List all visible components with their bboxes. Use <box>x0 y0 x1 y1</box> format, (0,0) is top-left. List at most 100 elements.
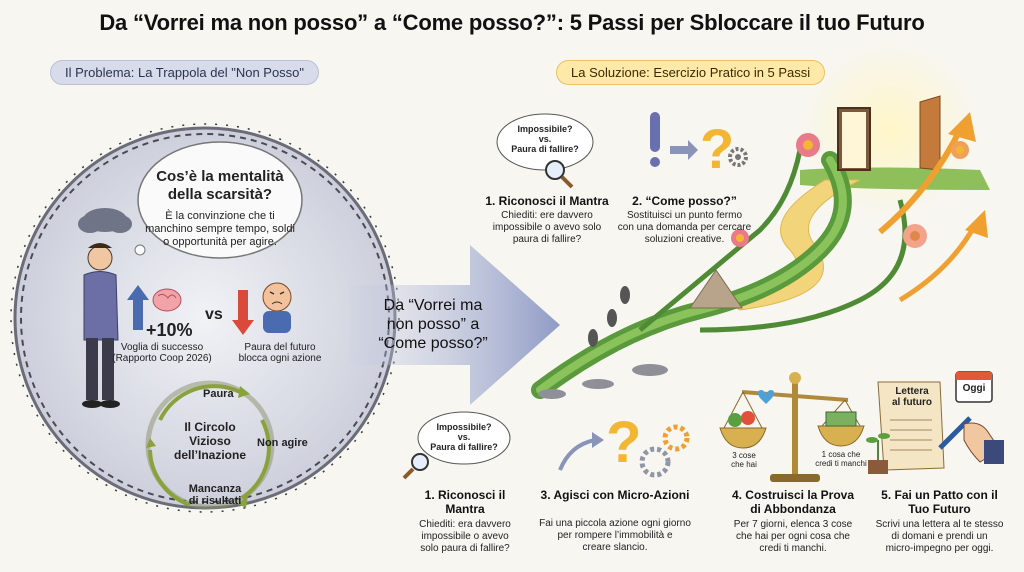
magnifier-icon <box>545 160 574 189</box>
curved-arrow-icon <box>558 432 604 471</box>
sad-person-figure <box>82 243 120 408</box>
exclamation-icon <box>650 112 660 167</box>
footprints-icon <box>588 286 630 347</box>
svg-text:?: ? <box>700 117 734 180</box>
right-arrow-icon <box>670 140 698 160</box>
stepping-stones <box>538 364 668 399</box>
cycle-title-line1: Il Circolo <box>184 420 236 434</box>
vicious-cycle-diagram <box>145 380 275 510</box>
door-icon <box>837 95 941 171</box>
growth-arrow-icon <box>878 112 988 303</box>
step3-title: 3. Agisci con Micro-Azioni <box>540 488 690 502</box>
solution-section-pill: La Soluzione: Esercizio Pratico in 5 Pas… <box>556 60 826 85</box>
cycle-title-line3: dell’Inazione <box>173 448 246 462</box>
step3-desc-line1: Fai una piccola azione ogni giorno <box>539 518 691 529</box>
mountain-icon <box>689 269 743 309</box>
step1-bottom: 1. Riconosci il Mantra Chiediti: era dav… <box>405 488 525 555</box>
bubble-bottom-line1: Impossibile? <box>436 422 492 432</box>
step1-bottom-desc: Chiediti: era davvero impossibile o avev… <box>405 519 525 555</box>
step5-desc-line2: di domani e prendi un <box>891 531 988 542</box>
step5: 5. Fai un Patto con il Tuo Futuro Scrivi… <box>862 488 1017 555</box>
bubble-top-line1: Impossibile? <box>517 124 573 134</box>
letter-scroll-icon <box>877 381 945 471</box>
step1-bottom-title: 1. Riconosci il Mantra <box>405 488 525 516</box>
step1-top-desc-line3: paura di fallire? <box>512 234 582 245</box>
up-arrow-icon <box>127 285 149 330</box>
step1-top: 1. Riconosci il Mantra Chiediti: ere dav… <box>482 194 612 246</box>
scarcity-heading-line2: della scarsità? <box>167 186 273 203</box>
step2-desc: Sostituisci un punto fermo con una doman… <box>612 210 757 246</box>
letter-label: Lettera al futuro <box>884 386 940 408</box>
transition-arrow <box>350 245 560 405</box>
storm-cloud-icon <box>78 208 132 233</box>
step4-title: 4. Costruisci la Prova di Abbondanza <box>718 488 868 516</box>
letter-label-line2: al futuro <box>892 397 932 408</box>
step1-bottom-desc-line1: Chiediti: era davvero <box>419 519 511 530</box>
step5-title-line1: 5. Fai un Patto con il <box>881 488 998 502</box>
step1-top-desc: Chiediti: ere davvero impossibile o avev… <box>482 210 612 246</box>
step2: 2. “Come posso?” Sostituisci un punto fe… <box>612 194 757 246</box>
step2-desc-line3: soluzioni creative. <box>644 234 725 245</box>
bubble-bottom-line3: Paura di fallire? <box>430 442 498 452</box>
scarcity-desc-line2: manchino sempre tempo, soldi <box>145 223 295 235</box>
calendar-label: Oggi <box>962 383 986 394</box>
step2-title: 2. “Come posso?” <box>632 194 737 208</box>
step4-title-line1: 4. Costruisci la Prova <box>731 488 855 502</box>
transition-text-line2: non posso” a <box>386 316 480 333</box>
pen-hand-icon <box>938 416 1004 464</box>
cycle-title-line2: Vizioso <box>189 434 231 448</box>
bubble-top-line3: Paura di fallire? <box>511 144 579 154</box>
fear-label: Paura del futuro blocca ogni azione <box>230 342 330 364</box>
success-stat-value: +10% <box>146 320 193 340</box>
flower-icons <box>731 133 969 248</box>
down-arrow-icon <box>232 290 254 335</box>
vs-label: vs <box>205 306 223 323</box>
step5-desc-line1: Scrivi una lettera al te stesso <box>875 519 1004 530</box>
svg-text:?: ? <box>606 410 641 475</box>
step2-desc-line2: con una domanda per cercare <box>617 222 752 233</box>
scale-right-line1: 1 cosa che <box>821 450 861 459</box>
scale-left-line2: che hai <box>731 460 757 469</box>
gears-icon <box>639 424 690 478</box>
scale-left-line1: 3 cose <box>732 451 756 460</box>
calendar-icon <box>955 371 993 403</box>
step1-top-desc-line2: impossibile o avevo solo <box>492 222 602 233</box>
letter-label-line1: Lettera <box>895 386 929 397</box>
cycle-title: Il Circolo Vizioso dell’Inazione <box>168 420 252 462</box>
scarcity-heading-line1: Cos’è la mentalità <box>156 168 284 185</box>
problem-section-pill: Il Problema: La Trappola del "Non Posso" <box>50 60 320 85</box>
cycle-fear-label: Paura <box>203 388 234 400</box>
scarcity-desc-line1: È la convinzione che ti <box>165 210 275 222</box>
step3-desc-line3: creare slancio. <box>582 542 648 553</box>
page-title: Da “Vorrei ma non posso” a “Come posso?”… <box>99 10 925 35</box>
step4: 4. Costruisci la Prova di Abbondanza Per… <box>718 488 868 555</box>
scarcity-description: È la convinzione che ti manchino sempre … <box>145 210 295 249</box>
step5-desc-line3: micro-impegno per oggi. <box>885 543 994 554</box>
transition-text-line3: “Come posso?” <box>378 335 488 352</box>
step3-desc-line2: per rompere l’immobilità e <box>557 530 673 541</box>
scale-right-line2: credi ti manchi <box>815 459 867 468</box>
cycle-lack-line2: di risultati <box>188 495 242 507</box>
balance-scale-icon <box>719 372 865 482</box>
mantra-bubble-bottom <box>417 411 511 465</box>
step1-bottom-desc-line3: solo paura di fallire? <box>420 543 510 554</box>
step3-desc: Fai una piccola azione ogni giorno per r… <box>530 518 700 554</box>
cycle-lack-label: Mancanza di risultati <box>175 483 255 507</box>
heart-icon <box>757 390 775 404</box>
mantra-bubble-bottom-text: Impossibile? vs. Paura di fallire? <box>424 422 504 452</box>
step5-desc: Scrivi una lettera al te stesso di doman… <box>862 519 1017 555</box>
step2-desc-line1: Sostituisci un punto fermo <box>626 210 743 221</box>
definition-bubble <box>134 141 303 259</box>
mantra-bubble-top-text: Impossibile? vs. Paura di fallire? <box>505 124 585 154</box>
brain-icon <box>152 288 182 312</box>
bubble-top-line2: vs. <box>538 134 552 144</box>
scale-left-label: 3 cose che hai <box>718 451 770 469</box>
bubble-bottom-line2: vs. <box>457 432 471 442</box>
step1-top-title: 1. Riconosci il Mantra <box>485 194 609 208</box>
cycle-lack-line1: Mancanza <box>188 483 242 495</box>
step4-desc: Per 7 giorni, elenca 3 cose che hai per … <box>718 519 868 555</box>
success-stat-label: Voglia di successo (Rapporto Coop 2026) <box>112 342 212 364</box>
scarcity-heading: Cos’è la mentalità della scarsità? <box>150 168 290 204</box>
question-mark-icon: ? <box>700 117 734 180</box>
